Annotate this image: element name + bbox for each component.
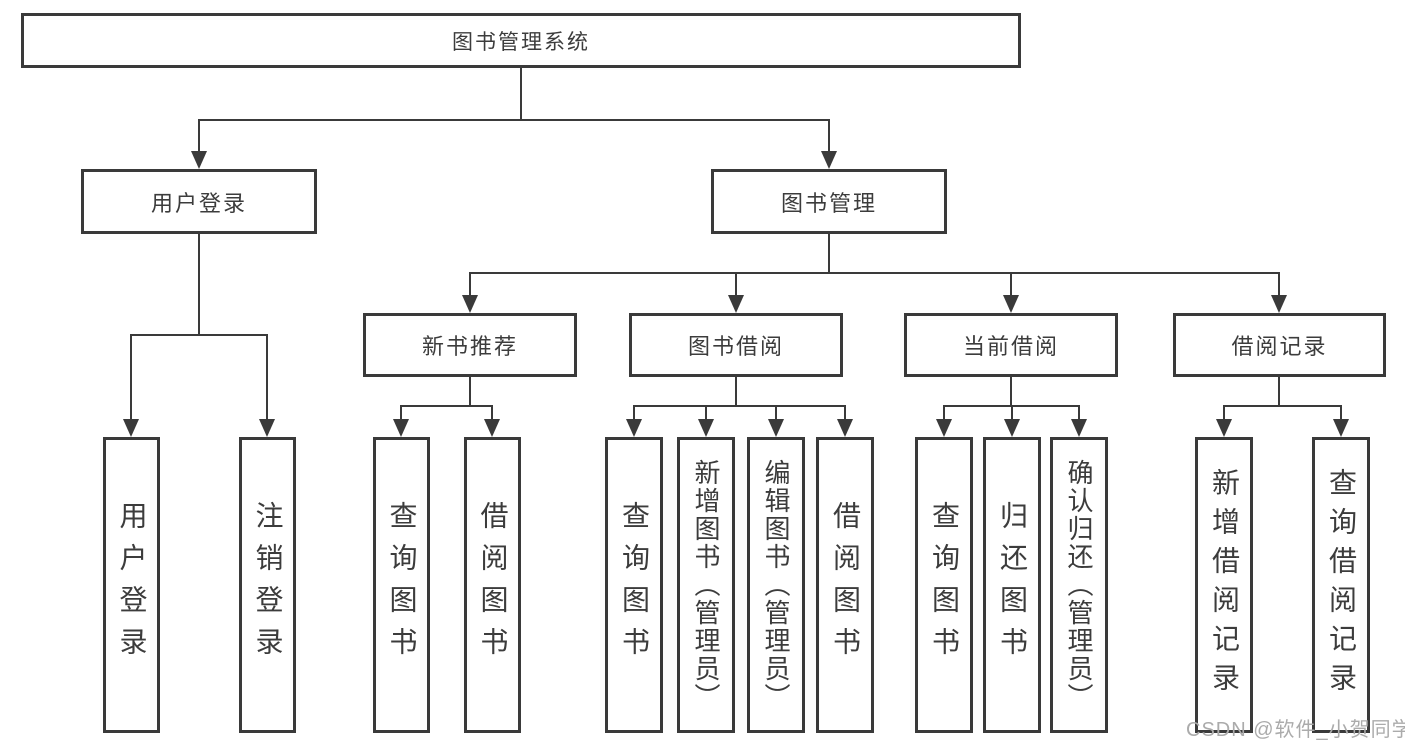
connector-level3-bar (469, 272, 1280, 274)
leaf-add-borrow-record-label: 新增借阅记录 (1209, 468, 1240, 702)
leaf-confirm-return-admin-label: 确认归还（管理员） (1064, 459, 1094, 711)
arrowhead-new-book-recommend-icon (462, 295, 478, 313)
leaf-query-books-c-label: 查询图书 (929, 501, 960, 669)
arrowhead-borrowing-records-icon (1271, 295, 1287, 313)
node-new-book-recommend-label: 新书推荐 (421, 334, 518, 359)
arrowhead-leaf-logout-icon (259, 419, 275, 437)
csdn-watermark: CSDN @软件_小贺同学 (1186, 719, 1405, 741)
connector-root-trunk (520, 68, 522, 121)
connector-stem-user-login (198, 119, 200, 152)
connector-stem-confirm-return (1078, 405, 1080, 420)
leaf-edit-books-admin: 编辑图书（管理员） (747, 437, 805, 733)
leaf-query-books-b: 查询图书 (605, 437, 663, 733)
leaf-borrow-books-a: 借阅图书 (464, 437, 521, 733)
arrowhead-add-books-icon (698, 419, 714, 437)
leaf-borrow-books-b-label: 借阅图书 (830, 501, 861, 669)
leaf-borrow-books-b: 借阅图书 (816, 437, 874, 733)
connector-stem-add-borrow-record (1223, 405, 1225, 420)
node-current-borrowing: 当前借阅 (904, 313, 1118, 377)
arrowhead-query-borrow-record-icon (1333, 419, 1349, 437)
arrowhead-query-books-c-icon (936, 419, 952, 437)
arrowhead-book-borrowing-icon (728, 295, 744, 313)
connector-group4-stub (1010, 377, 1012, 406)
connector-stem-borrow-books-a (491, 405, 493, 420)
connector-stem-query-borrow-record (1340, 405, 1342, 420)
arrowhead-add-borrow-record-icon (1216, 419, 1232, 437)
connector-group3-bar (633, 405, 845, 407)
arrowhead-borrow-books-b-icon (837, 419, 853, 437)
leaf-user-login-label: 用户登录 (116, 501, 148, 669)
node-borrowing-records: 借阅记录 (1173, 313, 1386, 377)
leaf-query-borrow-record-label: 查询借阅记录 (1326, 468, 1357, 702)
leaf-logout-login: 注销登录 (239, 437, 296, 733)
arrowhead-book-management-icon (821, 151, 837, 169)
connector-stem-return-books (1011, 405, 1013, 420)
node-book-borrowing-label: 图书借阅 (687, 334, 784, 359)
connector-stem-borrow-books-b (844, 405, 846, 420)
node-user-login-label: 用户登录 (150, 190, 247, 216)
arrowhead-return-books-icon (1004, 419, 1020, 437)
node-book-management-label: 图书管理 (780, 190, 877, 216)
node-root: 图书管理系统 (21, 13, 1021, 68)
arrowhead-current-borrowing-icon (1003, 295, 1019, 313)
node-book-borrowing: 图书借阅 (629, 313, 843, 377)
node-new-book-recommend: 新书推荐 (363, 313, 577, 377)
connector-user-login-stub (198, 234, 200, 335)
leaf-query-books-c: 查询图书 (915, 437, 973, 733)
connector-stem-current-borrowing (1010, 272, 1012, 296)
node-root-label: 图书管理系统 (452, 30, 590, 54)
arrowhead-query-books-a-icon (393, 419, 409, 437)
arrowhead-user-login-icon (191, 151, 207, 169)
arrowhead-confirm-return-icon (1071, 419, 1087, 437)
connector-stem-add-books (705, 405, 707, 420)
connector-group1-bar (130, 334, 268, 336)
leaf-borrow-books-a-label: 借阅图书 (477, 501, 509, 669)
connector-stem-query-books-a (400, 405, 402, 420)
connector-stem-query-books-c (943, 405, 945, 420)
leaf-confirm-return-admin: 确认归还（管理员） (1050, 437, 1108, 733)
connector-stem-leaf-logout (266, 334, 268, 420)
connector-group5-stub (1278, 377, 1280, 406)
leaf-edit-books-admin-label: 编辑图书（管理员） (761, 459, 791, 711)
leaf-add-borrow-record: 新增借阅记录 (1195, 437, 1253, 733)
connector-stem-new-book-recommend (469, 272, 471, 296)
connector-stem-edit-books (775, 405, 777, 420)
node-book-management: 图书管理 (711, 169, 947, 234)
leaf-return-books-label: 归还图书 (997, 501, 1028, 669)
leaf-return-books: 归还图书 (983, 437, 1041, 733)
connector-level2-bar (198, 119, 830, 121)
connector-group2-stub (469, 377, 471, 406)
connector-stem-query-books-b (633, 405, 635, 420)
leaf-logout-login-label: 注销登录 (252, 501, 284, 669)
leaf-query-books-a: 查询图书 (373, 437, 430, 733)
leaf-add-books-admin-label: 新增图书（管理员） (691, 459, 721, 711)
connector-stem-borrowing-records (1278, 272, 1280, 296)
node-borrowing-records-label: 借阅记录 (1231, 334, 1328, 359)
leaf-query-books-a-label: 查询图书 (386, 501, 418, 669)
leaf-user-login: 用户登录 (103, 437, 160, 733)
connector-book-management-stub (828, 234, 830, 273)
leaf-query-borrow-record: 查询借阅记录 (1312, 437, 1370, 733)
leaf-query-books-b-label: 查询图书 (619, 501, 650, 669)
connector-stem-book-management (828, 119, 830, 152)
connector-group5-bar (1223, 405, 1341, 407)
arrowhead-edit-books-icon (768, 419, 784, 437)
connector-group2-bar (400, 405, 493, 407)
arrowhead-query-books-b-icon (626, 419, 642, 437)
arrowhead-leaf-user-login-icon (123, 419, 139, 437)
node-user-login: 用户登录 (81, 169, 317, 234)
connector-group3-stub (735, 377, 737, 406)
node-current-borrowing-label: 当前借阅 (962, 334, 1059, 359)
leaf-add-books-admin: 新增图书（管理员） (677, 437, 735, 733)
arrowhead-borrow-books-a-icon (484, 419, 500, 437)
connector-stem-leaf-user-login (130, 334, 132, 420)
connector-stem-book-borrowing (735, 272, 737, 296)
